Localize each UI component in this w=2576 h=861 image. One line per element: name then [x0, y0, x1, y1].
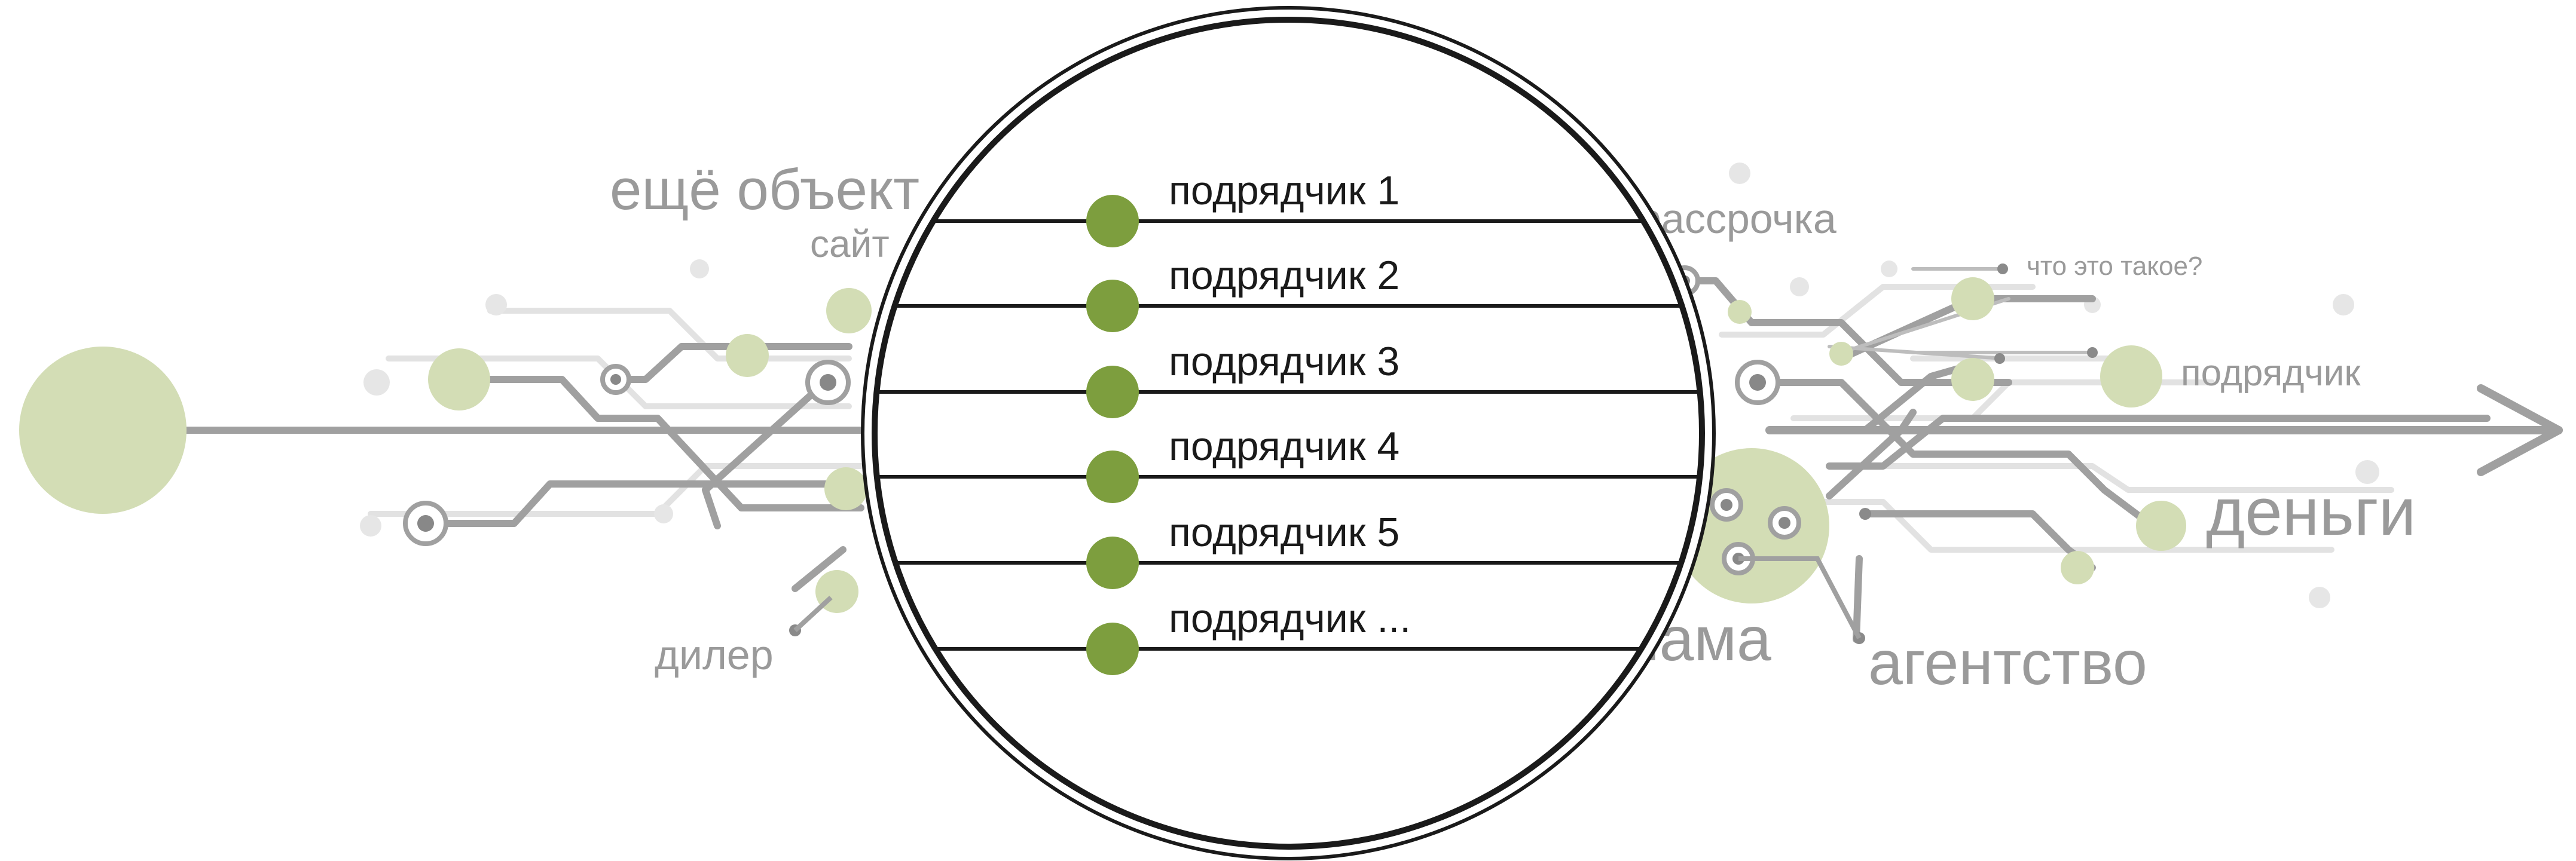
node-right-what-is-it — [1951, 277, 1994, 320]
arrow-head-icon — [2477, 384, 2563, 476]
dealer-connector — [793, 596, 833, 632]
label-money: деньги — [2206, 474, 2416, 549]
node-right-money — [2136, 501, 2186, 551]
list-bullet — [1086, 451, 1139, 503]
label-installment: рассрочка — [1638, 195, 1836, 242]
node-left-3 — [826, 288, 872, 333]
list-item-label: подрядчик 4 — [1169, 424, 1399, 469]
list-item-label: подрядчик 5 — [1169, 510, 1399, 555]
arrow-line — [1765, 384, 2563, 476]
contractor-list: подрядчик 1 подрядчик 2 подрядчик 3 подр… — [875, 168, 1702, 675]
list-bullet — [1086, 195, 1139, 247]
list-item-label: подрядчик 2 — [1169, 253, 1399, 298]
list-bullet — [1086, 280, 1139, 332]
node-left-2 — [726, 334, 769, 377]
label-site: сайт — [810, 222, 890, 265]
node-right-tiny-2 — [1829, 342, 1853, 366]
label-more-objects: ещё объект — [610, 158, 919, 222]
label-what-is-it: что это такое? — [2027, 252, 2202, 281]
background-dots-light — [360, 163, 2379, 608]
list-item-label: подрядчик ... — [1169, 596, 1411, 641]
light-green-nodes — [428, 277, 2186, 613]
magnifier-lens: подрядчик 1 подрядчик 2 подрядчик 3 подр… — [861, 6, 1716, 860]
list-item-label: подрядчик 3 — [1169, 339, 1399, 384]
list-bullet — [1086, 366, 1139, 418]
node-right-2 — [1951, 358, 1994, 401]
list-bullet — [1086, 623, 1139, 675]
label-contractor: подрядчик — [2181, 353, 2361, 394]
label-dealer: дилер — [655, 632, 774, 678]
list-bullet — [1086, 537, 1139, 589]
node-left-1 — [428, 348, 490, 410]
background-labels: ещё объект сайт дилер рассрочка что это … — [610, 158, 2416, 698]
node-right-contractor — [2100, 345, 2162, 407]
node-left-4 — [824, 467, 867, 510]
node-right-small — [2061, 551, 2094, 584]
node-right-tiny-1 — [1728, 300, 1752, 324]
list-item-label: подрядчик 1 — [1169, 168, 1399, 213]
source-node — [19, 347, 187, 514]
agency-connector — [1738, 556, 1862, 639]
hub-node-advertising — [1674, 448, 1829, 603]
label-agency: агентство — [1868, 629, 2147, 698]
